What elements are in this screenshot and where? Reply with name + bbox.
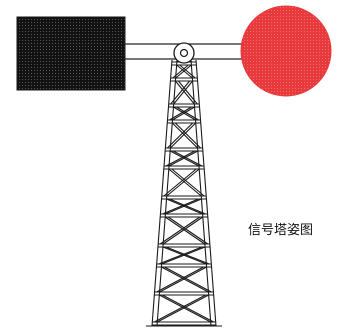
tower-cross-brace <box>165 246 210 265</box>
tower-cross-brace <box>168 168 202 197</box>
tower-cross-brace <box>167 216 209 245</box>
lattice-tower <box>146 59 222 327</box>
tower-cross-brace <box>159 266 207 293</box>
square-signal-board <box>16 16 126 91</box>
tower-cross-brace <box>169 198 206 215</box>
tower-cross-brace <box>162 216 204 245</box>
tower-cross-brace <box>171 122 199 149</box>
tower-right-leg-outer <box>195 59 217 327</box>
tower-cross-brace <box>171 168 205 197</box>
tower-cross-brace <box>166 168 200 197</box>
tower-cross-brace <box>168 150 199 167</box>
tower-cross-brace <box>174 80 195 105</box>
tower-cross-brace <box>166 122 194 149</box>
tower-cross-brace <box>159 294 211 323</box>
tower-cross-brace <box>164 266 212 293</box>
diagram-caption: 信号塔姿图 <box>248 223 314 238</box>
round-signal-disc <box>240 5 332 97</box>
tower-cross-brace <box>161 246 206 265</box>
tower-cross-brace <box>162 198 199 215</box>
tower-cross-brace <box>165 150 196 167</box>
tower-cross-brace <box>169 122 197 149</box>
tower-cross-brace <box>172 106 195 121</box>
tower-cross-brace <box>154 294 206 323</box>
tower-cross-brace <box>162 294 214 323</box>
tower-cross-brace <box>179 64 196 79</box>
tower-left-leg-outer <box>151 59 173 327</box>
tower-cross-brace <box>169 106 192 121</box>
tower-cross-brace <box>159 216 201 245</box>
tower-cross-brace <box>170 80 191 105</box>
tower-cross-brace <box>173 80 194 105</box>
tower-cross-brace <box>165 198 202 215</box>
tower-cross-brace <box>157 294 209 323</box>
tower-cross-brace <box>163 168 197 197</box>
tower-cross-brace <box>156 266 204 293</box>
tower-cross-brace <box>175 64 192 79</box>
tower-cross-brace <box>158 246 203 265</box>
tower-cross-brace <box>177 80 198 105</box>
pivot-joint <box>173 42 195 64</box>
tower-cross-brace <box>174 122 202 149</box>
tower-cross-brace <box>172 64 189 79</box>
tower-cross-brace <box>161 266 209 293</box>
tower-cross-brace <box>176 106 199 121</box>
tower-cross-brace <box>172 150 203 167</box>
tower-cross-brace <box>176 64 193 79</box>
tower-cross-brace <box>164 216 206 245</box>
